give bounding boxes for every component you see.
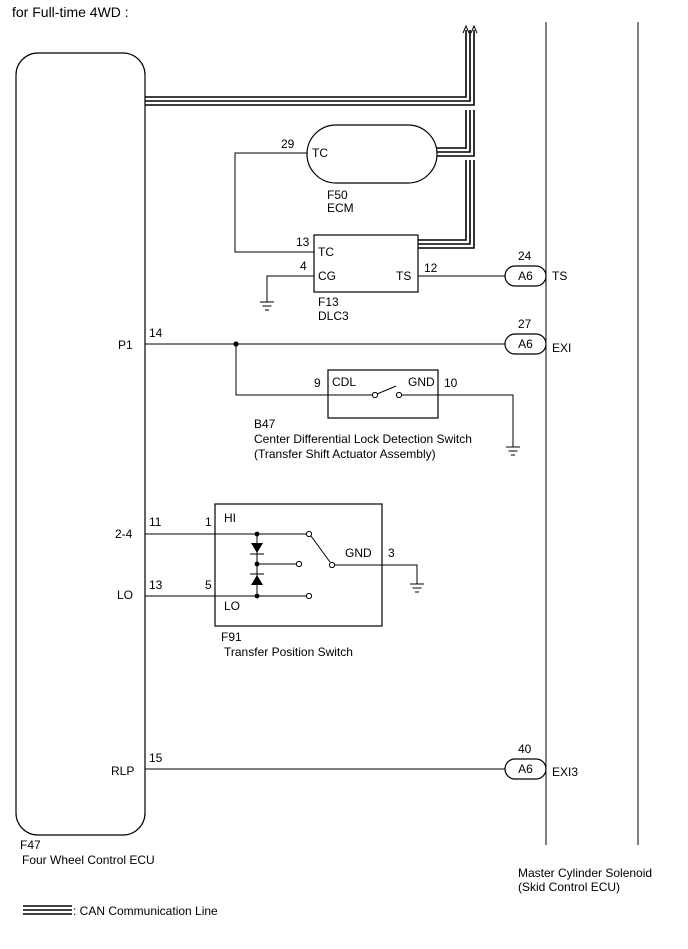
ecu-p1-pin: 14 bbox=[149, 326, 163, 340]
can-bus-break-icon bbox=[462, 24, 478, 34]
can-legend-label: : CAN Communication Line bbox=[73, 904, 218, 918]
solenoid-subname: (Skid Control ECU) bbox=[518, 880, 620, 894]
master-cylinder-solenoid-body bbox=[545, 22, 639, 845]
ecu-code: F47 bbox=[20, 838, 41, 852]
dlc3-pin-ts: 12 bbox=[424, 261, 438, 275]
connector-exi-pin: 27 bbox=[518, 317, 532, 331]
transfer-pin-gnd: 3 bbox=[388, 546, 395, 560]
ecu-p1-label: P1 bbox=[118, 338, 133, 352]
solenoid-name: Master Cylinder Solenoid bbox=[518, 866, 652, 880]
tc-wire bbox=[234, 152, 314, 253]
dlc3-body bbox=[313, 234, 419, 293]
connector-exi3-pin: 40 bbox=[518, 742, 532, 756]
connector-a6-ts bbox=[504, 265, 547, 287]
transfer-name: Transfer Position Switch bbox=[224, 645, 353, 659]
diode-icon bbox=[250, 543, 264, 555]
ecu-rlp-pin: 15 bbox=[149, 751, 163, 765]
connector-exi-signal: EXI bbox=[552, 341, 571, 355]
transfer-code: F91 bbox=[221, 630, 242, 644]
ecu-rlp-label: RLP bbox=[111, 764, 134, 778]
cdl-switch-contact-icon bbox=[328, 385, 438, 399]
cdl-gnd-wire bbox=[438, 394, 514, 447]
connector-exi-code: A6 bbox=[518, 337, 533, 351]
cdl-terminal-gnd: GND bbox=[408, 375, 435, 389]
dlc3-pin-tc: 13 bbox=[296, 235, 310, 249]
dlc3-name: DLC3 bbox=[318, 309, 349, 323]
ground-icon bbox=[260, 301, 274, 311]
connector-ts-code: A6 bbox=[518, 269, 533, 283]
ecu-name: Four Wheel Control ECU bbox=[22, 853, 155, 867]
cdl-name: Center Differential Lock Detection Switc… bbox=[254, 432, 472, 446]
transfer-pin-lo: 5 bbox=[205, 578, 212, 592]
diode-icon bbox=[250, 573, 264, 585]
connector-a6-exi3 bbox=[504, 758, 547, 780]
cdl-pin-gnd: 10 bbox=[444, 376, 458, 390]
ecu-2-4-pin: 11 bbox=[149, 515, 162, 529]
transfer-terminal-lo: LO bbox=[224, 599, 240, 613]
connector-exi3-code: A6 bbox=[518, 762, 533, 776]
diagram-title: for Full-time 4WD : bbox=[12, 4, 129, 20]
ecm-code: F50 bbox=[327, 188, 348, 202]
four-wheel-control-ecu-body bbox=[15, 52, 146, 836]
connector-a6-exi bbox=[504, 333, 547, 355]
ecm-terminal-tc: TC bbox=[312, 146, 328, 160]
transfer-terminal-hi: HI bbox=[224, 511, 236, 525]
cg-wire bbox=[266, 275, 314, 302]
ecu-lo-label: LO bbox=[117, 588, 133, 602]
dlc3-terminal-tc: TC bbox=[318, 245, 334, 259]
ground-icon bbox=[410, 583, 424, 593]
ground-icon bbox=[506, 446, 520, 456]
ecm-name: ECM bbox=[327, 201, 354, 215]
connector-ts-pin: 24 bbox=[518, 249, 532, 263]
dlc3-terminal-cg: CG bbox=[318, 269, 336, 283]
ecu-lo-pin: 13 bbox=[149, 578, 163, 592]
connector-exi3-signal: EXI3 bbox=[552, 765, 578, 779]
cdl-terminal-cdl: CDL bbox=[332, 375, 356, 389]
dlc3-pin-cg: 4 bbox=[300, 259, 307, 273]
connector-ts-signal: TS bbox=[552, 269, 567, 283]
cdl-subname: (Transfer Shift Actuator Assembly) bbox=[254, 447, 436, 461]
cdl-branch-wire bbox=[235, 344, 328, 396]
transfer-gnd-wire bbox=[382, 564, 418, 584]
ecm-body bbox=[306, 124, 438, 184]
ecu-2-4-label: 2-4 bbox=[115, 527, 133, 541]
dlc3-terminal-ts: TS bbox=[396, 269, 411, 283]
dlc3-code: F13 bbox=[318, 295, 339, 309]
transfer-terminal-gnd: GND bbox=[345, 546, 372, 560]
cdl-switch-body bbox=[327, 369, 439, 419]
can-legend-line-icon bbox=[23, 905, 72, 915]
cdl-pin-cdl: 9 bbox=[314, 376, 321, 390]
ecm-pin-tc: 29 bbox=[281, 137, 295, 151]
transfer-pin-hi: 1 bbox=[205, 515, 212, 529]
can-bus-lines bbox=[145, 30, 475, 249]
cdl-code: B47 bbox=[254, 417, 276, 431]
